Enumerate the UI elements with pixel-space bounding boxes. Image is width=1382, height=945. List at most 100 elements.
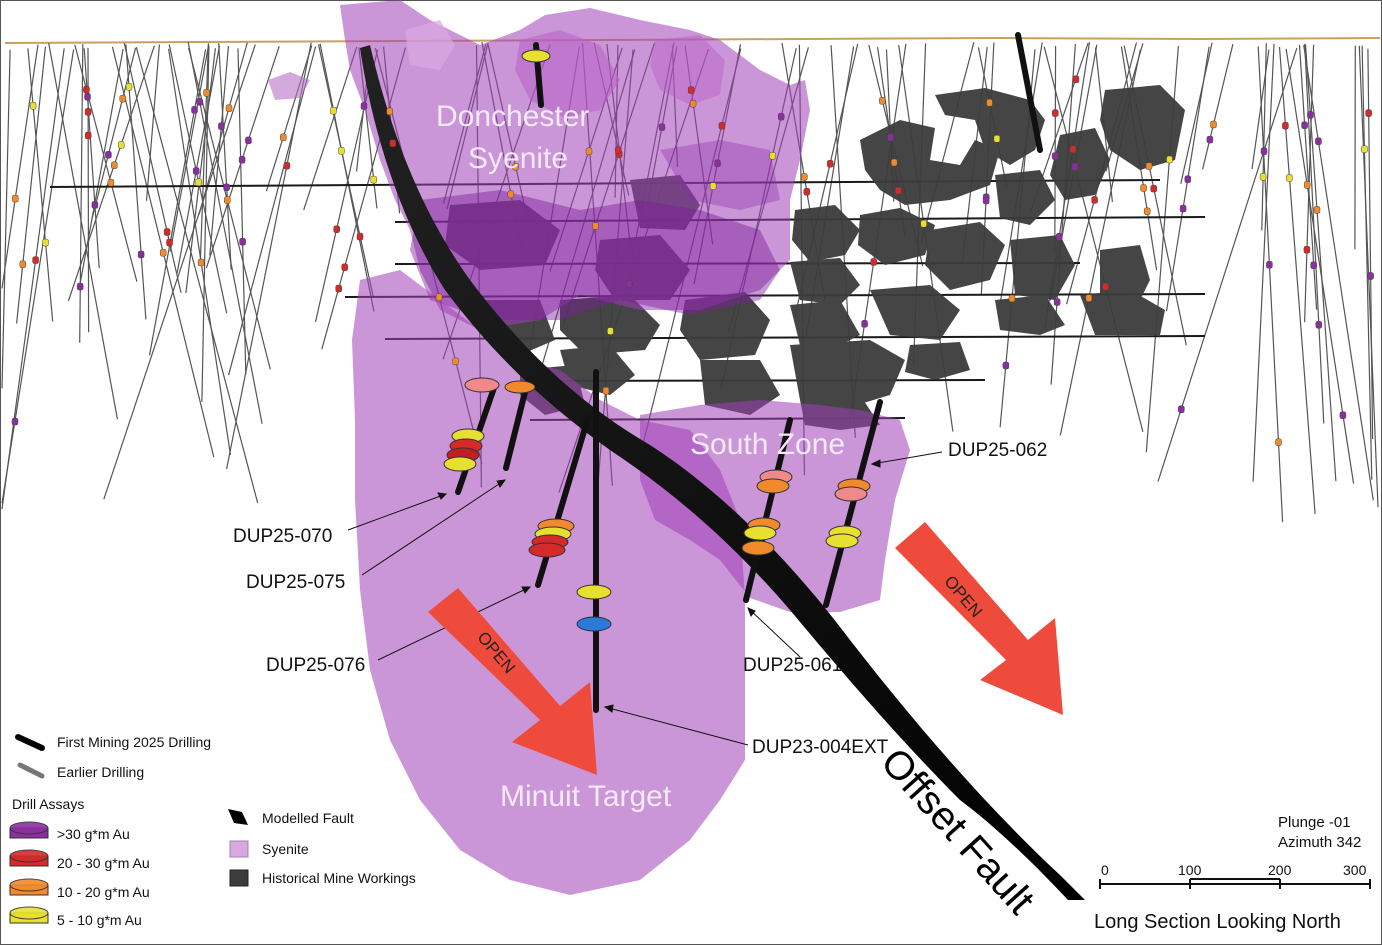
earlier-assay-marker (225, 104, 233, 112)
legend-assay-discs (9, 821, 49, 924)
earlier-drill-trace (226, 42, 312, 470)
view-title: Long Section Looking North (1094, 911, 1341, 933)
earlier-assay-marker (105, 151, 112, 159)
earlier-drill-trace (1304, 44, 1337, 482)
earlier-assay-marker (1259, 173, 1267, 181)
earlier-drill-trace (48, 42, 118, 420)
scale-tick-0: 0 (1101, 862, 1109, 878)
earlier-assay-marker (982, 196, 990, 205)
earlier-assay-marker (166, 238, 173, 247)
earlier-assay-marker (687, 86, 695, 94)
earlier-assay-marker (12, 194, 19, 203)
earlier-assay-marker (615, 146, 622, 154)
earlier-assay-marker (1310, 261, 1317, 270)
earlier-assay-marker (191, 106, 198, 114)
earlier-assay-marker (159, 249, 167, 257)
earlier-assay-marker (714, 159, 721, 168)
earlier-assay-marker (356, 232, 364, 241)
hole-label-dup25-062: DUP25-062 (948, 440, 1048, 461)
earlier-drill-trace (303, 46, 358, 211)
earlier-drill-trace (1285, 48, 1355, 484)
earlier-assay-marker (1315, 321, 1323, 329)
legend-assay-disc-top (9, 849, 49, 863)
legend-assay-class-3: 10 - 20 g*m Au (57, 884, 150, 900)
earlier-assay-marker (203, 89, 210, 97)
earlier-assay-marker (1085, 294, 1093, 302)
earlier-drill-trace (187, 41, 263, 424)
new-drill-assay-discs (443, 49, 871, 632)
earlier-assay-marker (920, 219, 927, 228)
earlier-assay-marker (360, 102, 368, 110)
earlier-assay-marker (1282, 121, 1289, 130)
legend-first-mining-symbol (15, 734, 45, 751)
earlier-assay-marker (1275, 438, 1282, 446)
earlier-assay-marker (1145, 162, 1153, 170)
earlier-assay-marker (137, 250, 145, 259)
earlier-drill-trace (228, 46, 317, 376)
zone-label-syenite: Syenite (468, 142, 569, 175)
earlier-drill-trace (27, 48, 54, 322)
earlier-assay-marker (1286, 174, 1293, 182)
legend-syenite-symbol (229, 840, 249, 858)
earlier-drill-trace (1202, 43, 1234, 170)
earlier-assay-marker (1091, 196, 1098, 204)
earlier-assay-marker (196, 98, 203, 106)
south-zone-syenite-body (640, 400, 910, 612)
earlier-assay-marker (1008, 294, 1016, 303)
earlier-drill-trace (1180, 42, 1213, 184)
earlier-drill-trace (1, 44, 39, 289)
earlier-assay-marker (125, 83, 133, 91)
earlier-assay-marker (76, 282, 84, 291)
earlier-assay-marker (507, 190, 515, 199)
earlier-assay-marker (658, 123, 666, 131)
earlier-drill-trace (1, 48, 65, 510)
legend-assay-class-1: >30 g*m Au (57, 826, 130, 842)
earlier-drill-assay-markers (11, 75, 1374, 446)
earlier-assay-marker (280, 133, 287, 142)
earlier-drill-trace (1252, 43, 1275, 482)
earlier-assay-marker (238, 156, 246, 164)
earlier-assay-marker (1178, 405, 1185, 414)
legend-fault-symbol (228, 809, 248, 825)
earlier-assay-marker (689, 100, 697, 108)
earlier-assay-marker (986, 98, 993, 107)
open-arrow-south (895, 522, 1063, 715)
earlier-assay-marker (19, 260, 27, 269)
earlier-assay-marker (1307, 111, 1314, 119)
earlier-assay-marker (107, 178, 115, 187)
scale-tick-300: 300 (1343, 862, 1367, 878)
legend-workings-symbol (229, 869, 249, 887)
drillhole-dup25-061 (743, 417, 793, 603)
earlier-assay-marker (1166, 155, 1173, 164)
earlier-assay-marker (84, 131, 92, 140)
earlier-assay-marker (890, 158, 898, 167)
hole-label-dup25-061: DUP25-061 (743, 655, 843, 676)
earlier-drill-trace (209, 45, 230, 256)
zone-label-south-zone: South Zone (690, 428, 846, 461)
earlier-assay-marker (1071, 162, 1079, 171)
legend-historical-label: Historical Mine Workings (262, 870, 416, 886)
earlier-assay-marker (602, 386, 610, 395)
open-arrows (428, 522, 1063, 775)
earlier-drill-trace (1361, 45, 1373, 480)
earlier-assay-marker (709, 182, 717, 190)
earlier-assay-marker (826, 160, 834, 168)
earlier-drill-trace (1, 49, 11, 389)
earlier-assay-marker (32, 256, 39, 264)
earlier-drill-trace (103, 44, 256, 500)
earlier-assay-marker (335, 284, 342, 293)
earlier-assay-marker (338, 147, 345, 155)
earlier-assay-marker (1303, 245, 1311, 254)
earlier-drill-trace (1054, 45, 1057, 253)
earlier-assay-marker (386, 107, 393, 116)
earlier-drill-trace (83, 48, 100, 269)
open-arrow-minuit (428, 588, 597, 775)
earlier-assay-marker (1069, 145, 1077, 153)
earlier-assay-marker (592, 222, 599, 230)
donchester-syenite-body (268, 0, 810, 330)
earlier-drill-trace (199, 43, 209, 263)
earlier-assay-marker (330, 106, 337, 115)
earlier-drill-trace (78, 48, 124, 290)
